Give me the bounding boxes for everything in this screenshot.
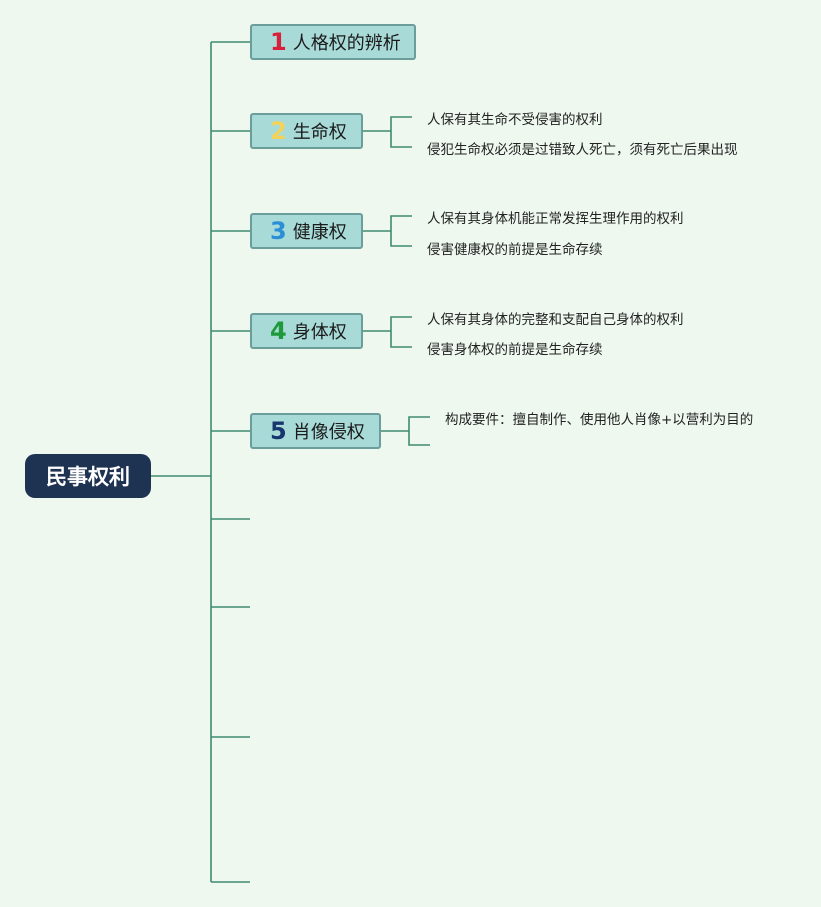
leaf-4-2[interactable]: 侵害身体权的前提是生命存续 <box>427 342 603 358</box>
leaf-bracket-3 <box>390 215 412 247</box>
topic-node-2[interactable]: 2 生命权 <box>250 113 363 149</box>
leaf-2-2[interactable]: 侵犯生命权必须是过错致人死亡，须有死亡后果出现 <box>427 142 738 158</box>
leaf-bracket-2 <box>390 116 412 148</box>
topic-number-1: 1 <box>270 28 287 56</box>
leaf-3-2[interactable]: 侵害健康权的前提是生命存续 <box>427 242 603 258</box>
topic-node-5[interactable]: 5 肖像侵权 <box>250 413 381 449</box>
leaf-bracket-5 <box>408 416 430 446</box>
topic-node-4[interactable]: 4 身体权 <box>250 313 363 349</box>
topic-number-4: 4 <box>270 317 287 345</box>
leaf-2-1[interactable]: 人保有其生命不受侵害的权利 <box>427 112 603 128</box>
topic-label-3: 健康权 <box>292 222 347 243</box>
leaf-5-1[interactable]: 构成要件：擅自制作、使用他人肖像+以营利为目的 <box>445 412 754 428</box>
leaf-3-1[interactable]: 人保有其身体机能正常发挥生理作用的权利 <box>427 211 684 227</box>
topic-number-5: 5 <box>270 417 287 445</box>
topic-number-2: 2 <box>270 117 287 145</box>
topic-label-2: 生命权 <box>292 122 347 143</box>
topic-label-5: 肖像侵权 <box>292 422 365 443</box>
topic-label-1: 人格权的辨析 <box>292 33 401 54</box>
topic-node-1[interactable]: 1 人格权的辨析 <box>250 24 416 60</box>
topic-node-3[interactable]: 3 健康权 <box>250 213 363 249</box>
leaf-4-1[interactable]: 人保有其身体的完整和支配自己身体的权利 <box>427 312 684 328</box>
root-label: 民事权利 <box>46 465 130 489</box>
root-node[interactable]: 民事权利 <box>25 454 151 498</box>
topic-label-4: 身体权 <box>292 322 347 343</box>
leaf-bracket-4 <box>390 316 412 348</box>
topic-number-3: 3 <box>270 217 287 245</box>
